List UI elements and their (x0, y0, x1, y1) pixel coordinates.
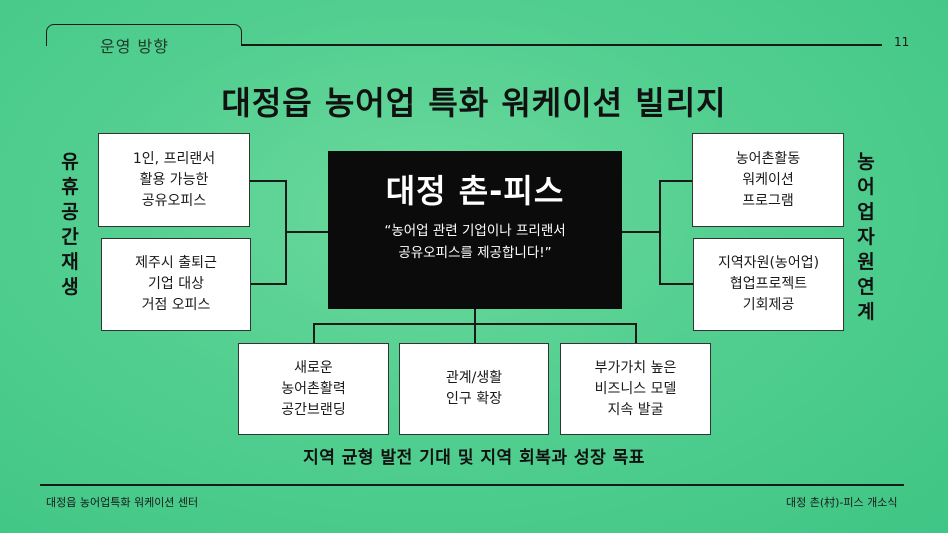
header-divider (242, 44, 882, 46)
connector-line (285, 231, 328, 233)
left-box-shared-office: 1인, 프리랜서 활용 가능한 공유오피스 (98, 133, 250, 227)
right-side-label: 농어업자원연계 (857, 151, 875, 323)
connector-line (660, 283, 694, 285)
goal-statement: 지역 균형 발전 기대 및 지역 회복과 성장 목표 (303, 448, 645, 468)
right-box-collab-project: 지역자원(농어업) 협업프로젝트 기회제공 (693, 238, 844, 331)
connector-line (474, 309, 476, 324)
bottom-box-population: 관계/생활 인구 확장 (399, 343, 549, 435)
center-quote: “농어업 관련 기업이나 프리랜서 공유오피스를 제공합니다!” (384, 223, 566, 261)
footer-right-text: 대정 촌(村)-피스 개소식 (786, 496, 898, 509)
connector-line (474, 323, 476, 344)
connector-line (250, 180, 286, 182)
section-label: 운영 방향 (100, 37, 169, 56)
left-side-label: 유휴공간재생 (61, 151, 79, 298)
connector-line (660, 180, 694, 182)
bottom-box-branding: 새로운 농어촌활력 공간브랜딩 (238, 343, 389, 435)
connector-line (622, 231, 660, 233)
footer-left-text: 대정읍 농어업특화 워케이션 센터 (46, 496, 199, 509)
center-box: 대정 촌-피스 “농어업 관련 기업이나 프리랜서 공유오피스를 제공합니다!” (328, 151, 622, 309)
center-title: 대정 촌-피스 (385, 172, 565, 210)
footer-divider (40, 484, 904, 486)
connector-line (250, 283, 286, 285)
connector-line (313, 323, 315, 344)
page-number: 11 (894, 35, 910, 49)
left-box-hub-office: 제주시 출퇴근 기업 대상 거점 오피스 (101, 238, 251, 331)
right-box-workcation-program: 농어촌활동 워케이션 프로그램 (692, 133, 844, 227)
connector-line (659, 180, 661, 285)
connector-line (635, 323, 637, 344)
section-tab (46, 24, 242, 46)
bottom-box-business-model: 부가가치 높은 비즈니스 모델 지속 발굴 (560, 343, 711, 435)
page-title: 대정읍 농어업 특화 워케이션 빌리지 (221, 84, 727, 122)
